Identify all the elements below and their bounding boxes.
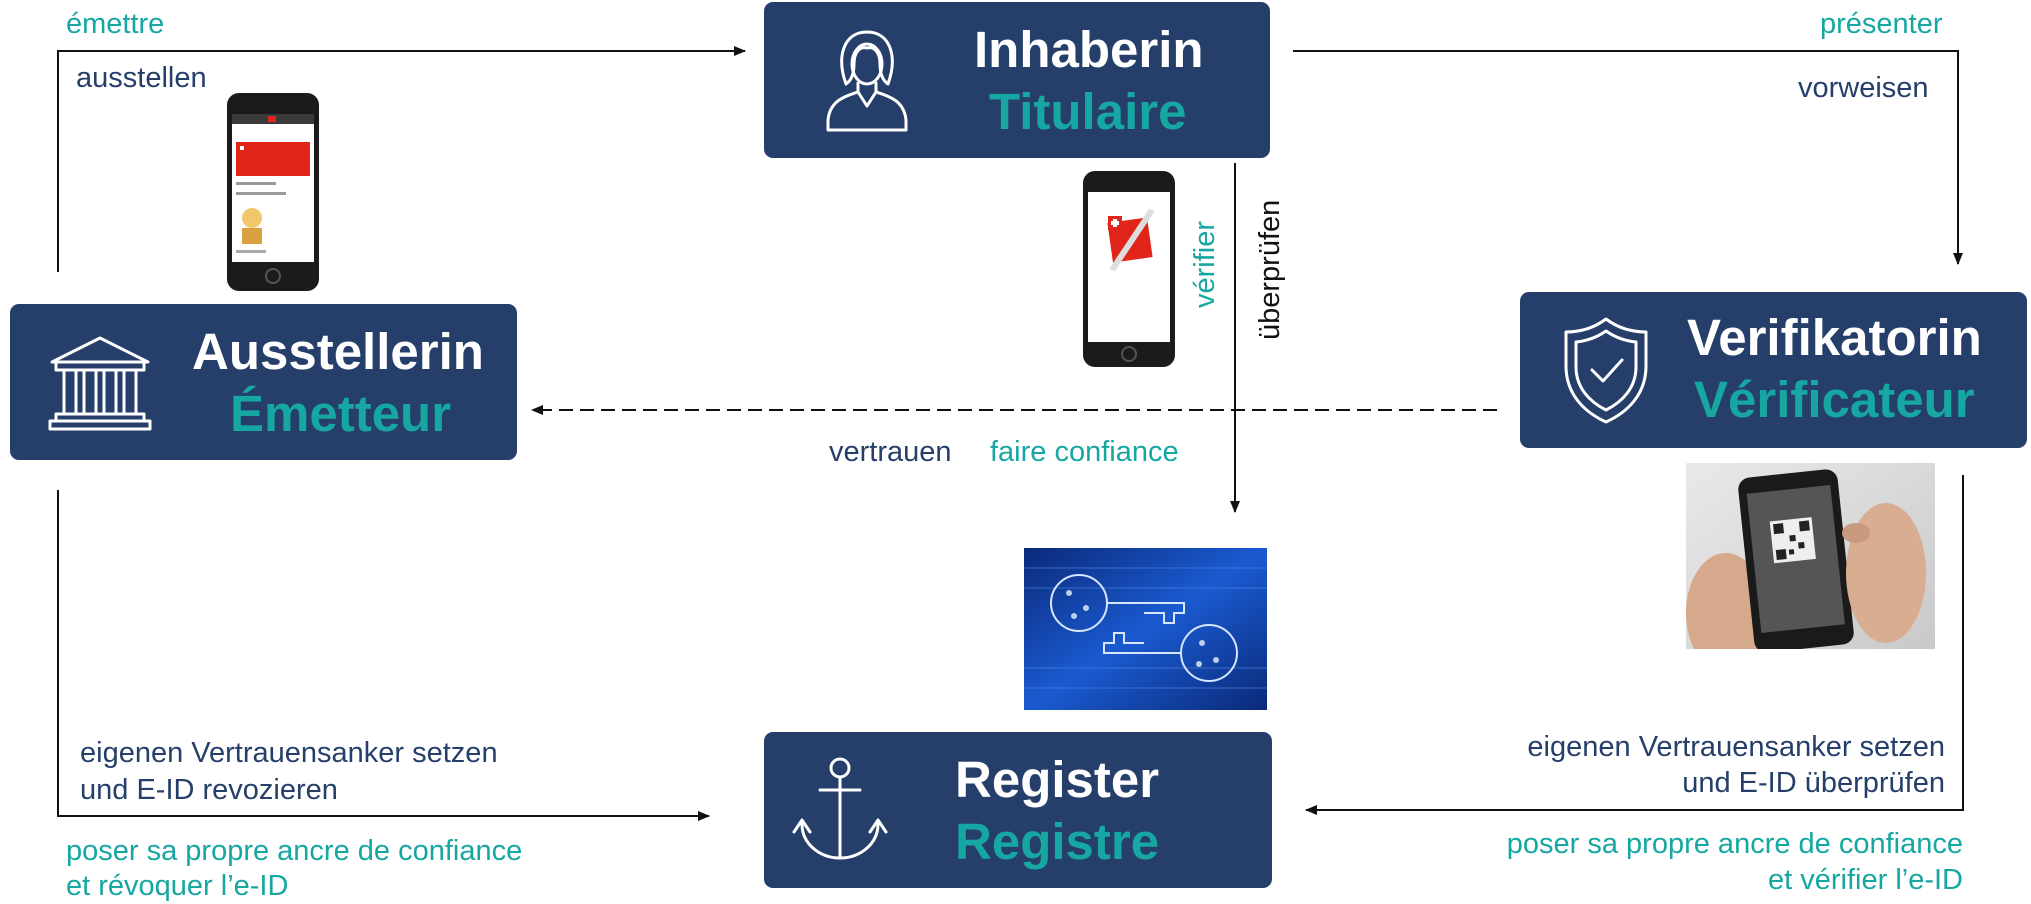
verifier-title-fr: Vérificateur xyxy=(1694,371,1975,428)
present-label-de: vorweisen xyxy=(1798,72,1929,104)
holder-title-fr: Titulaire xyxy=(989,83,1187,140)
bank-building-icon xyxy=(48,336,152,431)
issuer-register-label-de-1: eigenen Vertrauensanker setzen xyxy=(80,737,498,769)
register-title-de: Register xyxy=(955,751,1160,808)
issue-label-de: ausstellen xyxy=(76,62,207,94)
person-icon xyxy=(826,30,908,132)
smartphone-swiss-wallet-image xyxy=(1083,171,1175,367)
holder-node: Inhaberin Titulaire xyxy=(764,2,1270,158)
present-label-fr: présenter xyxy=(1820,8,1943,40)
trust-label-de: vertrauen xyxy=(829,436,952,468)
issuer-title-de: Ausstellerin xyxy=(192,323,484,380)
issuer-node: Ausstellerin Émetteur xyxy=(10,304,517,460)
verifier-register-label-fr-1: poser sa propre ancre de confiance xyxy=(1506,828,1963,860)
verifier-title-de: Verifikatorin xyxy=(1687,309,1982,366)
issuer-register-label-fr-1: poser sa propre ancre de confiance xyxy=(66,835,523,867)
verifier-register-label-de-1: eigenen Vertrauensanker setzen xyxy=(1527,731,1945,763)
issuer-title-fr: Émetteur xyxy=(230,385,452,442)
present-arrow xyxy=(1293,50,1963,265)
trust-label-fr: faire confiance xyxy=(990,436,1179,468)
verify-label-de: überprüfen xyxy=(1254,199,1286,340)
issue-label-fr: émettre xyxy=(66,8,165,40)
shield-check-icon xyxy=(1564,317,1648,424)
smartphone-eid-app-image xyxy=(227,93,319,291)
issuer-register-label-de-2: und E-ID revozieren xyxy=(80,774,338,806)
issuer-register-label-fr-2: et révoquer l’e-ID xyxy=(66,870,289,902)
anchor-icon xyxy=(792,757,888,860)
issuer-register-arrow xyxy=(57,490,710,821)
verifier-register-label-de-2: und E-ID überprüfen xyxy=(1682,767,1945,799)
verify-label-fr: vérifier xyxy=(1189,220,1221,308)
hand-scanning-qr-code-photo xyxy=(1686,463,1935,649)
digital-keys-circuit-image xyxy=(1024,548,1267,710)
verifier-register-label-fr-2: et vérifier l’e-ID xyxy=(1768,864,1963,896)
register-node: Register Registre xyxy=(764,732,1272,888)
holder-title-de: Inhaberin xyxy=(974,21,1204,78)
issue-arrow xyxy=(57,46,746,272)
register-title-fr: Registre xyxy=(955,813,1160,870)
verifier-node: Verifikatorin Vérificateur xyxy=(1520,292,2027,448)
verifier-register-arrow xyxy=(1305,475,1964,815)
